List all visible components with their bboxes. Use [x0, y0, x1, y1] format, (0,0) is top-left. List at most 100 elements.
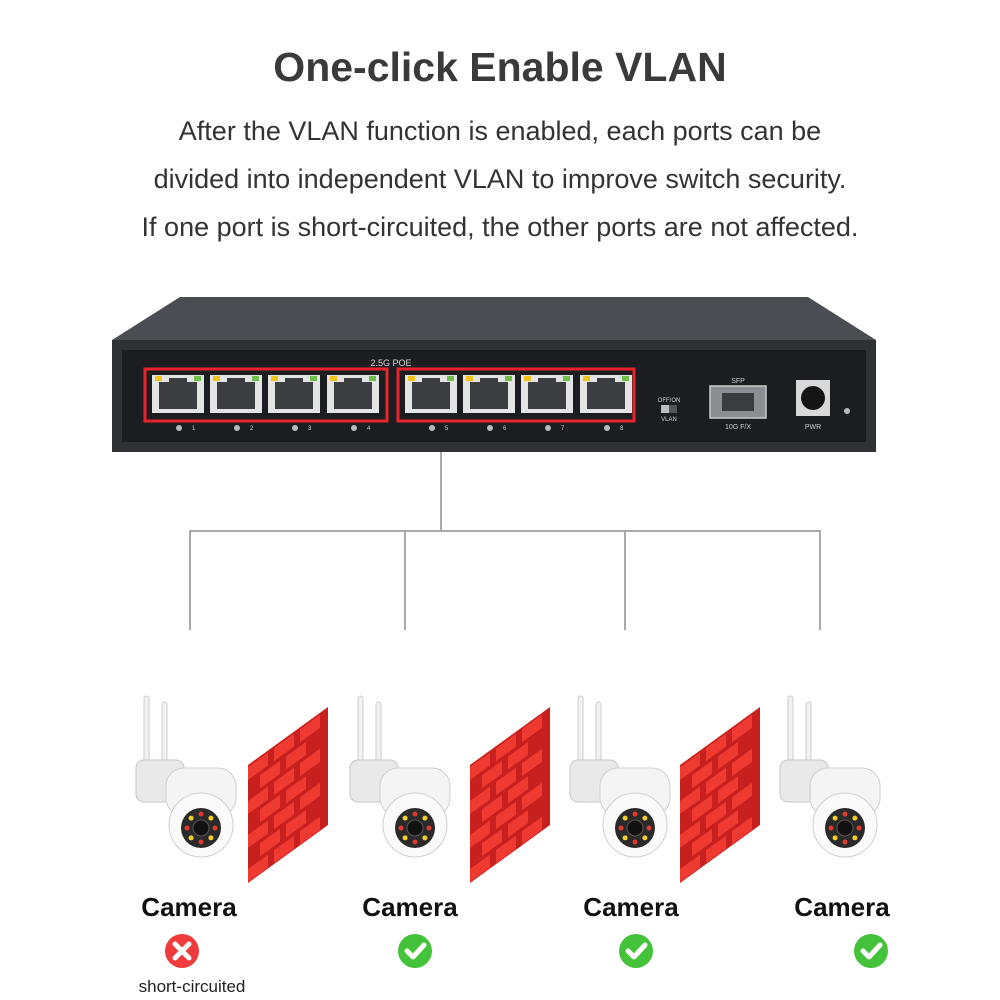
brick [274, 835, 294, 864]
port-led-yellow [524, 376, 531, 381]
port-number: 3 [308, 426, 312, 432]
port-socket [159, 382, 197, 409]
firewall-icon [680, 707, 760, 883]
port-led-green [447, 376, 454, 381]
ethernet-port-3[interactable]: 3 [268, 375, 320, 432]
port-indicator [545, 425, 551, 431]
poe-label: 2.5G POE [370, 358, 411, 368]
brick [260, 794, 280, 823]
ir-led [646, 825, 652, 831]
port-led-green [310, 376, 317, 381]
cameras [135, 695, 881, 858]
brick [286, 809, 306, 838]
ethernet-port-4[interactable]: 4 [327, 375, 379, 432]
ir-led [398, 825, 404, 831]
ir-led [622, 815, 628, 821]
brick [522, 748, 542, 777]
port-socket [587, 382, 625, 409]
port-number: 4 [367, 426, 371, 432]
port-latch [480, 378, 498, 384]
port-indicator [292, 425, 298, 431]
description-line-2: divided into independent VLAN to improve… [153, 164, 847, 194]
power-led [844, 408, 850, 414]
port-latch [538, 378, 556, 384]
brick [508, 741, 528, 770]
brick [732, 714, 752, 743]
ir-led [842, 811, 848, 817]
port-led-green [194, 376, 201, 381]
ir-led [642, 815, 648, 821]
brick [300, 816, 320, 845]
ir-led [632, 839, 638, 845]
brick [522, 714, 542, 743]
port-socket [412, 382, 450, 409]
check-icon [619, 934, 653, 968]
port-number: 5 [445, 426, 449, 432]
brick [732, 816, 752, 845]
vlan-switch-label-top: OFF/ON [658, 398, 681, 404]
port-led-yellow [583, 376, 590, 381]
port-indicator [604, 425, 610, 431]
brick [274, 767, 294, 796]
brick [286, 741, 306, 770]
ir-led [198, 811, 204, 817]
brick [680, 786, 700, 814]
brick [718, 741, 738, 770]
check-icon [854, 934, 888, 968]
ethernet-port-1[interactable]: 1 [152, 375, 204, 432]
ethernet-ports: 1 2 3 4 5 6 7 8 [152, 375, 632, 432]
brick [706, 733, 726, 762]
port-number: 2 [250, 426, 254, 432]
port-latch [169, 378, 187, 384]
port-led-green [369, 376, 376, 381]
vlan-switch-label-bottom: VLAN [661, 417, 677, 423]
ir-led [188, 835, 194, 841]
port-led-green [505, 376, 512, 381]
brick [300, 714, 320, 743]
camera-icon-1 [135, 695, 237, 858]
port-socket [470, 382, 508, 409]
ethernet-port-5[interactable]: 5 [405, 375, 457, 432]
port-group-frame-left [143, 367, 389, 423]
camera-icon-3 [569, 695, 671, 858]
ir-led [422, 835, 428, 841]
brick [260, 760, 280, 789]
brick [470, 752, 490, 780]
sfp-label-bottom: 10G F/X [725, 424, 751, 431]
port-led-green [252, 376, 259, 381]
ethernet-port-8[interactable]: 8 [580, 375, 632, 432]
ir-led [426, 825, 432, 831]
ethernet-port-6[interactable]: 6 [463, 375, 515, 432]
port-socket [334, 382, 372, 409]
ir-led [184, 825, 190, 831]
ir-led [198, 839, 204, 845]
vlan-toggle-knob [669, 405, 677, 413]
brick [522, 816, 542, 845]
check-icon [398, 934, 432, 968]
port-led-yellow [213, 376, 220, 381]
antenna [161, 701, 168, 769]
ir-led [832, 815, 838, 821]
ir-led [622, 835, 628, 841]
port-socket [528, 382, 566, 409]
brick [718, 809, 738, 838]
brick [248, 854, 268, 882]
switch-top-face [112, 297, 876, 340]
port-latch [285, 378, 303, 384]
port-led-yellow [271, 376, 278, 381]
short-circuited-note: short-circuited [138, 977, 246, 996]
camera-label-1: Camera [141, 892, 237, 922]
brick [470, 854, 490, 882]
ethernet-port-2[interactable]: 2 [210, 375, 262, 432]
ethernet-port-7[interactable]: 7 [521, 375, 573, 432]
sfp-slot [722, 393, 754, 411]
ir-led [852, 815, 858, 821]
camera-lens [192, 819, 210, 837]
ir-led [618, 825, 624, 831]
brick [496, 733, 516, 762]
port-number: 7 [561, 426, 565, 432]
brick [300, 782, 320, 811]
brick [732, 748, 752, 777]
port-indicator [234, 425, 240, 431]
